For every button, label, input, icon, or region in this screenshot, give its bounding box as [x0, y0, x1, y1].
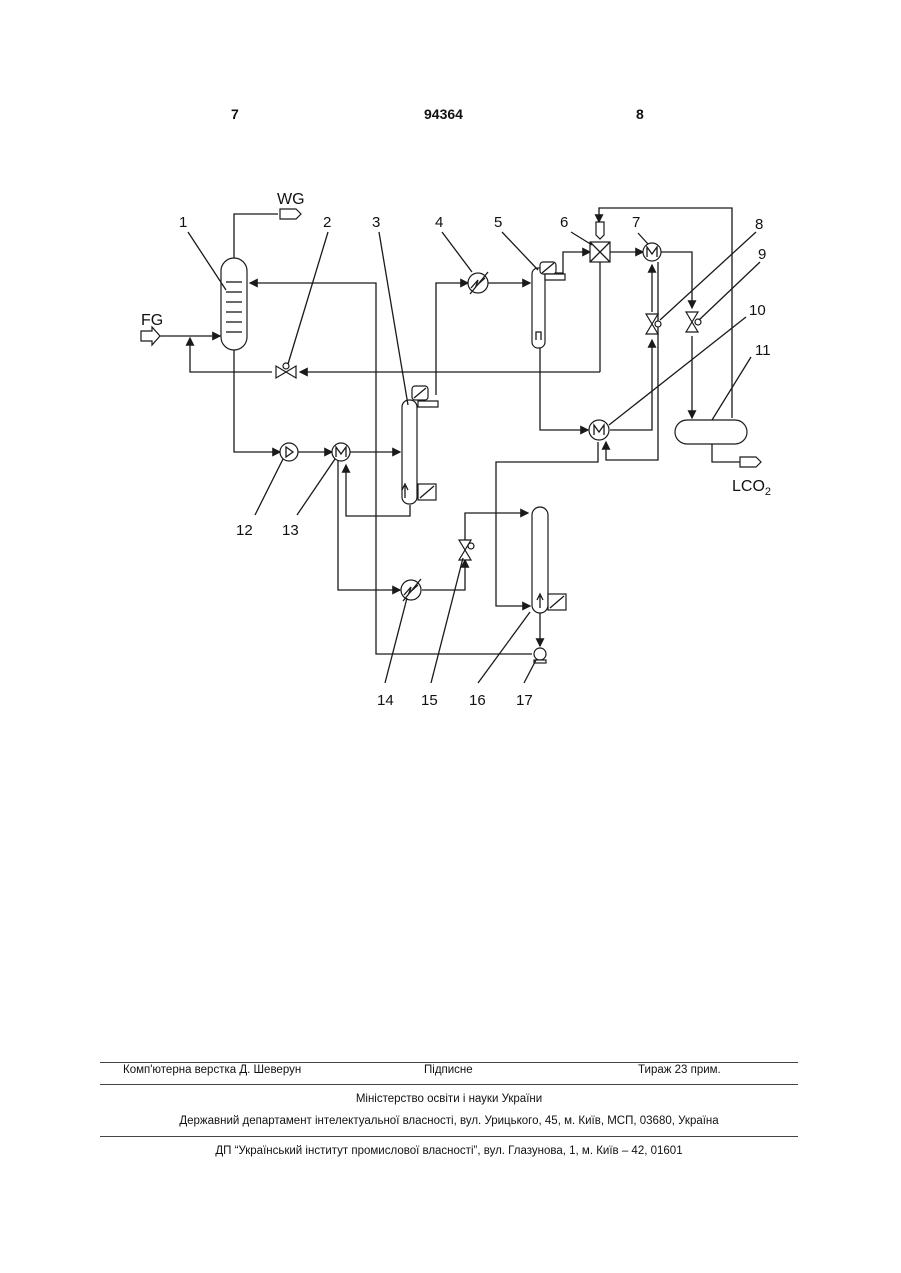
equipment-label-16: 16 — [469, 692, 486, 709]
mixer-6 — [590, 222, 610, 262]
pipe-col5-to-hx10 — [540, 345, 588, 430]
equipment-label-14: 14 — [377, 692, 394, 709]
pump-12 — [280, 443, 298, 461]
cooler-14 — [401, 579, 421, 601]
regeneration-column-16 — [532, 507, 566, 613]
pipe-col3-to-cooler4 — [436, 283, 468, 395]
fg-inlet-arrow — [141, 327, 160, 345]
stream-label-lco2-main: LCO — [732, 478, 765, 495]
stream-label-lco2: LCO2 — [732, 478, 771, 498]
valve-2 — [276, 363, 296, 378]
heat-exchanger-7 — [643, 243, 661, 261]
pipe-pump17-return — [250, 283, 532, 654]
pipe-hx10-to-valve8 — [610, 340, 652, 430]
separator-vessel-11 — [675, 420, 747, 444]
valve-8 — [646, 314, 661, 334]
absorber-column — [221, 258, 247, 350]
footer-institute: ДП “Український інститут промислової вла… — [100, 1145, 798, 1157]
footer-rule-top — [100, 1062, 798, 1063]
equipment-label-9: 9 — [758, 246, 766, 263]
equipment-label-6: 6 — [560, 214, 568, 231]
footer-circulation: Тираж 23 прим. — [638, 1064, 721, 1076]
heat-exchanger-13 — [332, 443, 350, 461]
equipment-label-15: 15 — [421, 692, 438, 709]
equipment-label-10: 10 — [749, 302, 766, 319]
leader-lines — [188, 232, 760, 683]
equipment-label-11: 11 — [755, 342, 771, 359]
stream-label-fg: FG — [141, 312, 163, 329]
equipment-label-13: 13 — [282, 522, 299, 539]
pipe-col5-to-mixer6 — [556, 252, 590, 273]
footer-typesetting: Комп'ютерна верстка Д. Шеверун — [123, 1064, 301, 1076]
equipment-label-1: 1 — [179, 214, 187, 231]
column-5 — [532, 262, 565, 348]
footer-rule-bottom — [100, 1136, 798, 1137]
equipment-label-12: 12 — [236, 522, 253, 539]
wg-outlet-tag — [280, 209, 301, 219]
lco2-outlet-tag — [740, 457, 761, 467]
pipe-hx7-to-valve9 — [661, 252, 692, 308]
stream-label-wg: WG — [277, 191, 305, 208]
pipe-vessel11-return — [599, 208, 732, 418]
footer-rule-middle — [100, 1084, 798, 1085]
equipment-label-5: 5 — [494, 214, 502, 231]
valve-9 — [686, 312, 701, 332]
pipe-hx13-to-cooler14 — [338, 460, 400, 590]
pipe-col1-to-pump — [234, 350, 280, 452]
footer-ministry: Міністерство освіти і науки України — [100, 1093, 798, 1105]
pipe-wg-outlet — [234, 214, 278, 260]
equipment-label-17: 17 — [516, 692, 533, 709]
equipment-label-8: 8 — [755, 216, 763, 233]
footer-signed: Підписне — [424, 1064, 473, 1076]
equipment-label-2: 2 — [323, 214, 331, 231]
heat-exchanger-10 — [589, 420, 609, 440]
valve-15 — [459, 540, 474, 560]
pipe-col3-bottom-to-hx13 — [346, 465, 410, 516]
footer-department: Державний департамент інтелектуальної вл… — [100, 1115, 798, 1127]
equipment-label-7: 7 — [632, 214, 640, 231]
equipment-label-3: 3 — [372, 214, 380, 231]
cooler-4 — [468, 272, 488, 294]
equipment-label-4: 4 — [435, 214, 443, 231]
stream-label-lco2-sub: 2 — [765, 486, 771, 498]
pipe-lco2-outlet — [712, 443, 740, 462]
